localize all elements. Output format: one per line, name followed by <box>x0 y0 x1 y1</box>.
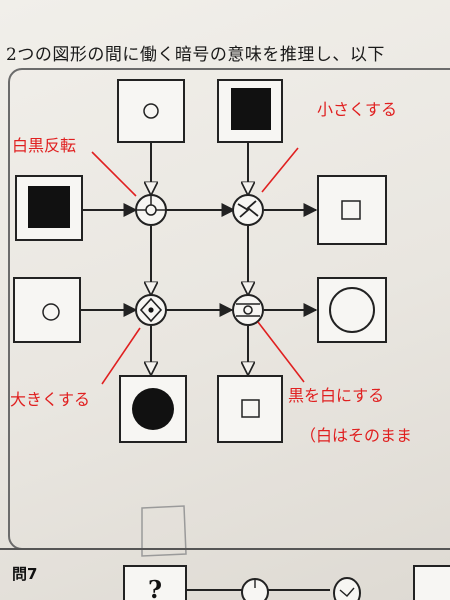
left-upper-box <box>15 175 83 241</box>
large-black-square-icon <box>28 186 70 228</box>
bottom-right-box <box>217 375 283 443</box>
bottom-left-box <box>119 375 187 443</box>
vertical-connectors <box>151 142 248 374</box>
unknown-question-mark: ? <box>148 575 162 600</box>
question-instruction: 2つの図形の間に働く暗号の意味を推理し、以下 <box>6 45 385 65</box>
large-black-square-icon <box>231 88 271 130</box>
right-upper-box <box>317 175 387 245</box>
annotation-shrink: 小さくする <box>317 100 398 119</box>
cipher-node-black-to-white-icon <box>232 294 264 326</box>
next-question-row <box>123 565 450 600</box>
annotation-enlarge: 大きくする <box>10 390 91 409</box>
small-circle-icon <box>143 103 159 119</box>
annotation-white-keep: （白はそのまま <box>300 426 413 445</box>
large-circle-icon <box>329 287 375 333</box>
horizontal-connectors <box>80 203 318 317</box>
small-square-icon <box>241 399 260 418</box>
pencil-answer-square <box>141 505 187 557</box>
next-cipher-node-icon <box>333 577 361 600</box>
cipher-node-shrink-icon <box>232 194 264 226</box>
annotation-black-to-white: 黒を白にする <box>288 386 385 405</box>
top-right-box <box>217 79 283 143</box>
right-lower-box <box>317 277 387 343</box>
question-number: 問7 <box>12 565 38 583</box>
annotation-pointers <box>91 147 305 385</box>
large-black-circle-icon <box>132 388 174 430</box>
cipher-node-invert-icon <box>135 194 167 226</box>
section-divider <box>0 548 450 550</box>
small-circle-icon <box>42 303 60 321</box>
annotation-invert: 白黒反転 <box>12 136 77 155</box>
left-lower-box <box>13 277 81 343</box>
small-square-icon <box>341 200 361 220</box>
cipher-node-enlarge-icon <box>135 294 167 326</box>
top-left-box <box>117 79 185 143</box>
